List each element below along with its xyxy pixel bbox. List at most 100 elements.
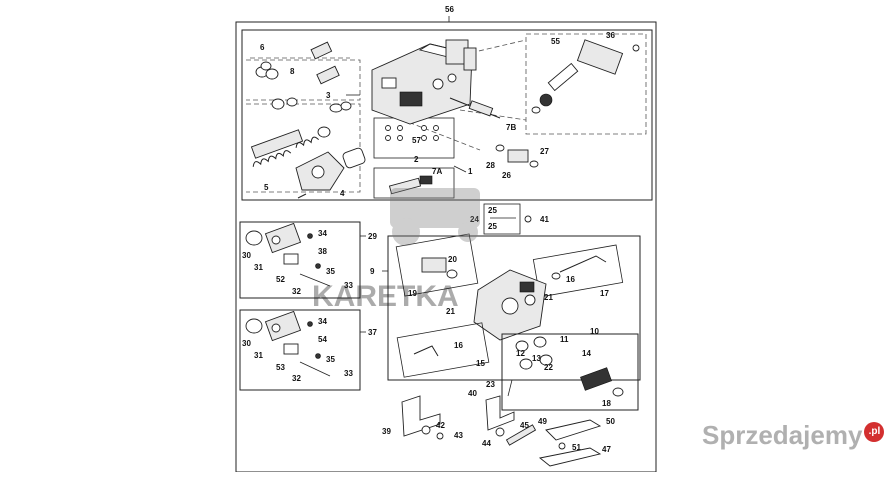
callout-39: 39 bbox=[382, 427, 391, 436]
callout-24: 24 bbox=[470, 215, 479, 224]
callout-28: 28 bbox=[486, 161, 495, 170]
callout-26: 26 bbox=[502, 171, 511, 180]
spring-5 bbox=[250, 126, 331, 167]
group-box-17 bbox=[532, 244, 624, 298]
callout-25-bottom: 25 bbox=[488, 222, 497, 231]
callout-31-a: 31 bbox=[254, 263, 263, 272]
callout-50: 50 bbox=[606, 417, 615, 426]
group-box-29 bbox=[239, 221, 361, 299]
callout-40: 40 bbox=[468, 389, 477, 398]
callout-7a: 7A bbox=[432, 167, 442, 176]
callout-30-b: 30 bbox=[242, 339, 251, 348]
upper-group-box bbox=[241, 29, 653, 201]
bracket-50 bbox=[538, 419, 602, 467]
callout-25-top: 25 bbox=[488, 206, 497, 215]
callout-36: 36 bbox=[606, 31, 615, 40]
callout-32-b: 32 bbox=[292, 374, 301, 383]
callout-12: 12 bbox=[516, 349, 525, 358]
sprzedajemy-watermark-text: Sprzedajemy bbox=[702, 420, 863, 450]
callout-9: 9 bbox=[370, 267, 375, 276]
group-box-7a bbox=[373, 167, 455, 199]
callout-41: 41 bbox=[540, 215, 549, 224]
fitting-19 bbox=[421, 257, 458, 279]
callout-55: 55 bbox=[551, 37, 560, 46]
parts-box-2 bbox=[385, 125, 439, 141]
callout-22: 22 bbox=[544, 363, 553, 372]
group-box-15 bbox=[396, 322, 490, 378]
callout-43: 43 bbox=[454, 431, 463, 440]
callout-4: 4 bbox=[340, 189, 345, 198]
callout-2: 2 bbox=[414, 155, 419, 164]
callout-21-a: 21 bbox=[544, 293, 553, 302]
group-box-10 bbox=[501, 333, 639, 411]
bracket-39 bbox=[401, 395, 444, 440]
callout-3: 3 bbox=[326, 91, 331, 100]
callout-10: 10 bbox=[590, 327, 599, 336]
callout-35-a: 35 bbox=[326, 267, 335, 276]
callout-6: 6 bbox=[260, 43, 265, 52]
callout-51: 51 bbox=[572, 443, 581, 452]
callout-15: 15 bbox=[476, 359, 485, 368]
parts-box-55 bbox=[531, 39, 640, 114]
callout-30-a: 30 bbox=[242, 251, 251, 260]
spool-7b bbox=[449, 97, 501, 119]
callout-49: 49 bbox=[538, 417, 547, 426]
callout-32-a: 32 bbox=[292, 287, 301, 296]
callout-42: 42 bbox=[436, 421, 445, 430]
callout-14: 14 bbox=[582, 349, 591, 358]
callout-53: 53 bbox=[276, 363, 285, 372]
bracket-40 bbox=[485, 395, 515, 437]
callout-5: 5 bbox=[264, 183, 269, 192]
karetka-watermark: KARETKA bbox=[312, 188, 480, 313]
seal-kit-10 bbox=[515, 336, 624, 397]
sprzedajemy-pl-badge: .pl bbox=[864, 422, 885, 442]
callout-17: 17 bbox=[600, 289, 609, 298]
valve-body-upper bbox=[371, 39, 477, 125]
fitting-26 bbox=[495, 144, 539, 168]
group-box-37 bbox=[239, 309, 361, 391]
callouts: 6 8 3 5 4 57 2 1 7A 7B 55 36 28 26 27 25… bbox=[242, 31, 615, 454]
callout-33-b: 33 bbox=[344, 369, 353, 378]
callout-44: 44 bbox=[482, 439, 491, 448]
group-box-9 bbox=[387, 235, 641, 381]
callout-57: 57 bbox=[412, 136, 421, 145]
callout-37: 37 bbox=[368, 328, 377, 337]
callout-21-b: 21 bbox=[446, 307, 455, 316]
callout-47: 47 bbox=[602, 445, 611, 454]
callout-56: 56 bbox=[445, 5, 454, 14]
callout-52: 52 bbox=[276, 275, 285, 284]
callout-54: 54 bbox=[318, 335, 327, 344]
cover-4 bbox=[295, 147, 366, 199]
callout-33-a: 33 bbox=[344, 281, 353, 290]
group-box-19 bbox=[395, 233, 479, 297]
callout-19: 19 bbox=[408, 289, 417, 298]
tube-15 bbox=[413, 345, 439, 357]
callout-7b: 7B bbox=[506, 123, 516, 132]
parts-box-37 bbox=[245, 310, 331, 377]
callout-18: 18 bbox=[602, 399, 611, 408]
tube-17 bbox=[551, 255, 607, 280]
callout-11: 11 bbox=[560, 335, 569, 344]
callout-34-a: 34 bbox=[318, 229, 327, 238]
valve-body-lower bbox=[473, 269, 547, 341]
group-box-24 bbox=[483, 203, 521, 235]
callout-35-b: 35 bbox=[326, 355, 335, 364]
callout-29: 29 bbox=[368, 232, 377, 241]
callout-13: 13 bbox=[532, 354, 541, 363]
callout-8: 8 bbox=[290, 67, 295, 76]
parts-box-7a bbox=[388, 175, 433, 195]
callout-31-b: 31 bbox=[254, 351, 263, 360]
callout-27: 27 bbox=[540, 147, 549, 156]
callout-34-b: 34 bbox=[318, 317, 327, 326]
parts-box-29 bbox=[245, 222, 331, 287]
parts-left-top bbox=[255, 41, 352, 113]
sprzedajemy-watermark: Sprzedajemy.pl bbox=[702, 420, 885, 451]
group-box-55 bbox=[525, 33, 647, 135]
callout-16-a: 16 bbox=[566, 275, 575, 284]
callout-16-b: 16 bbox=[454, 341, 463, 350]
callout-38: 38 bbox=[318, 247, 327, 256]
callout-23: 23 bbox=[486, 380, 495, 389]
callout-20: 20 bbox=[448, 255, 457, 264]
